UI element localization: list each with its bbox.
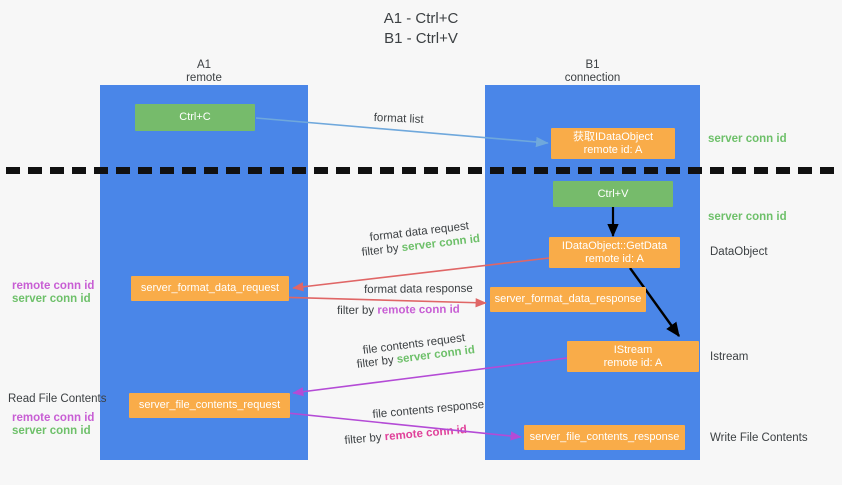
box-server-format-data-request[interactable]: server_format_data_request [131, 276, 289, 301]
box-server-format-data-response[interactable]: server_format_data_response [490, 287, 646, 312]
box-idataobject[interactable]: 获取IDataObject remote id: A [551, 128, 675, 159]
lane-header-b1: B1 connection [564, 59, 621, 84]
box-istream-line1: IStream [613, 343, 653, 356]
box-server-file-contents-request-label: server_file_contents_request [138, 399, 281, 411]
box-server-file-contents-request[interactable]: server_file_contents_request [129, 393, 290, 418]
box-idataobject-getdata[interactable]: IDataObject::GetData remote id: A [549, 237, 680, 268]
annotation-filter-by-2-prefix: filter by [337, 304, 378, 317]
label-right-write-file-contents: Write File Contents [710, 432, 808, 444]
annotation-filter-by-3-prefix: filter by [356, 353, 398, 371]
box-ctrl-c[interactable]: Ctrl+C [135, 104, 255, 131]
annotation-format-list: format list [373, 111, 424, 126]
annotation-filter-by-4: filter by remote conn id [344, 423, 467, 448]
box-getdata-line1: IDataObject::GetData [561, 239, 668, 252]
annotation-filter-by-2: filter by remote conn id [337, 303, 460, 318]
annotation-file-contents-response: file contents response [372, 398, 485, 421]
box-server-file-contents-response-label: server_file_contents_response [529, 431, 680, 443]
box-ctrl-v-label: Ctrl+V [597, 187, 629, 200]
label-left-read-file-contents: Read File Contents [8, 393, 107, 405]
box-getdata-line2: remote id: A [585, 252, 644, 265]
annotation-filter-by-4-prefix: filter by [344, 431, 386, 447]
box-idataobject-line1: 获取IDataObject [572, 130, 654, 143]
annotation-filter-by-1-prefix: filter by [361, 242, 403, 259]
annotation-filter-by-4-value: remote conn id [384, 423, 468, 444]
box-idataobject-line2: remote id: A [583, 143, 643, 156]
label-left-server-conn-id-1: server conn id [12, 293, 91, 305]
box-ctrl-v[interactable]: Ctrl+V [553, 181, 673, 207]
box-istream[interactable]: IStream remote id: A [567, 341, 699, 372]
lane-header-a1: A1 remote [186, 59, 222, 84]
box-server-format-data-request-label: server_format_data_request [140, 282, 280, 294]
label-left-remote-conn-id-2: remote conn id [12, 412, 95, 424]
box-server-format-data-response-label: server_format_data_response [494, 293, 642, 305]
dashed-divider [6, 167, 836, 174]
box-server-file-contents-response[interactable]: server_file_contents_response [524, 425, 685, 450]
label-right-istream: Istream [710, 351, 749, 363]
box-istream-line2: remote id: A [603, 356, 663, 369]
annotation-filter-by-2-value: remote conn id [377, 303, 460, 317]
page-title: A1 - Ctrl+C B1 - Ctrl+V [383, 10, 459, 47]
box-ctrl-c-label: Ctrl+C [179, 111, 211, 123]
label-left-server-conn-id-2: server conn id [12, 425, 91, 437]
label-right-server-conn-id-2: server conn id [708, 211, 787, 223]
label-right-dataobject: DataObject [710, 246, 768, 258]
label-left-remote-conn-id-1: remote conn id [12, 280, 95, 292]
label-right-server-conn-id-1: server conn id [708, 133, 787, 145]
annotation-format-data-response: format data response [364, 282, 473, 296]
